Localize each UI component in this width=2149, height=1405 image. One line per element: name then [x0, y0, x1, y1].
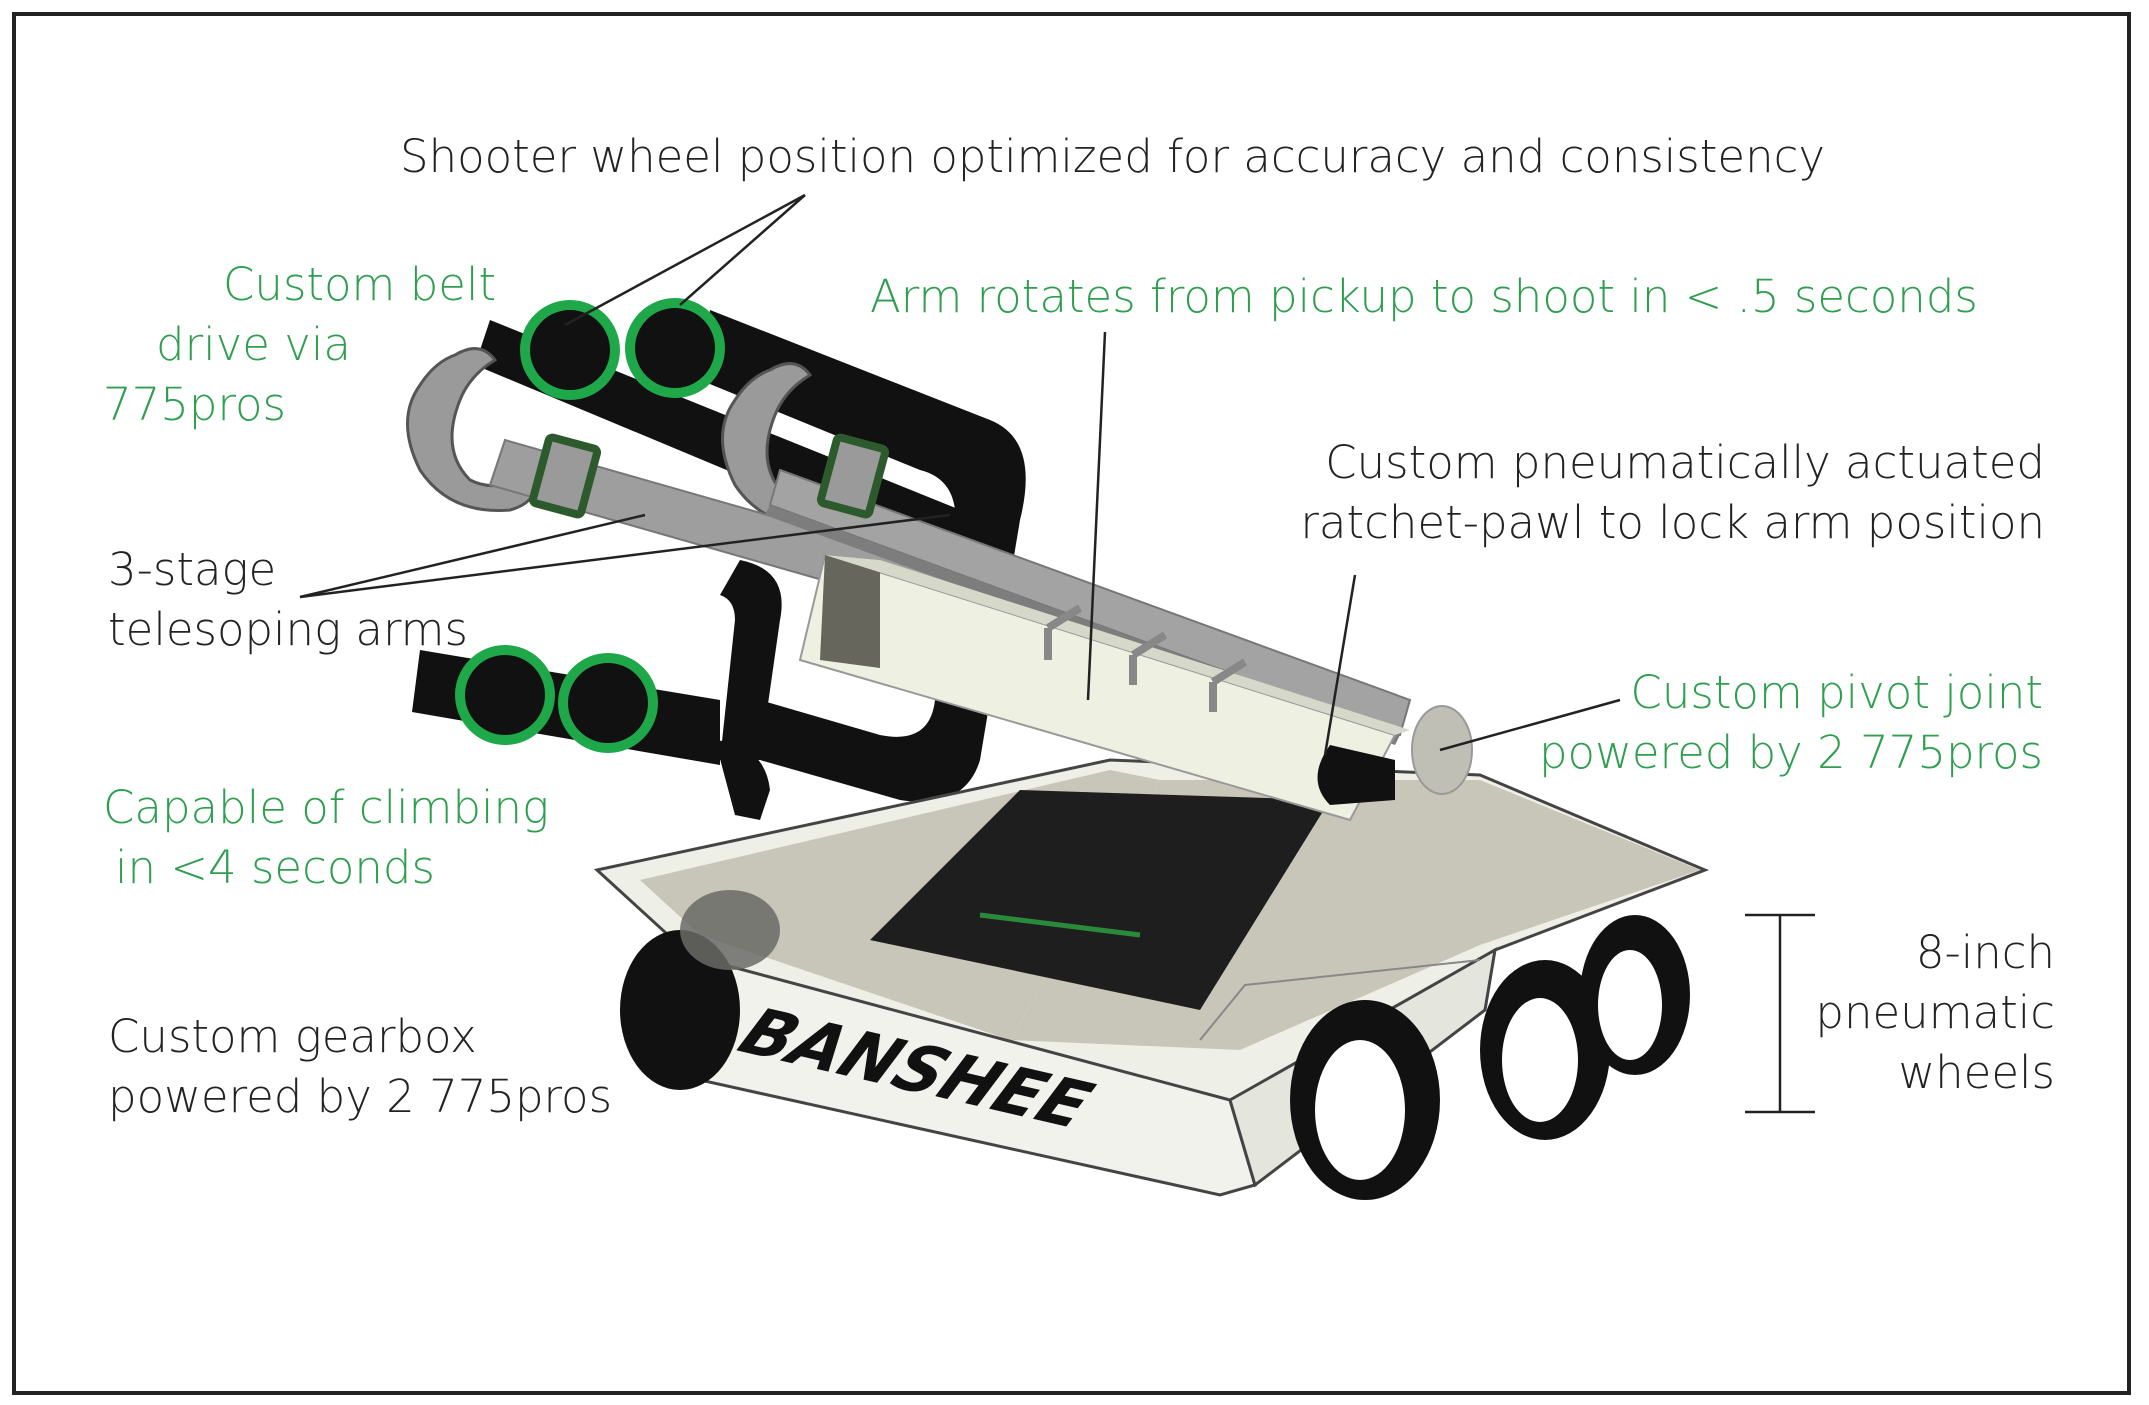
label-climbing: Capable of climbing in <4 seconds	[103, 781, 549, 894]
svg-text:3-stage: 3-stage	[108, 543, 276, 596]
label-gearbox: Custom gearbox powered by 2 775pros	[108, 1010, 612, 1123]
svg-text:wheels: wheels	[1898, 1046, 2055, 1099]
label-telescoping: 3-stage telesoping arms	[108, 543, 468, 656]
svg-text:telesoping arms: telesoping arms	[108, 603, 468, 656]
svg-text:in <4 seconds: in <4 seconds	[115, 841, 435, 894]
svg-text:pneumatic: pneumatic	[1815, 986, 2055, 1039]
svg-text:Custom pneumatically actuated: Custom pneumatically actuated	[1325, 436, 2045, 489]
label-arm-rotates: Arm rotates from pickup to shoot in < .5…	[870, 270, 1978, 323]
svg-text:8-inch: 8-inch	[1916, 926, 2055, 979]
leader-lines	[299, 193, 1815, 1114]
shooter-wheels	[455, 298, 725, 753]
svg-text:ratchet-pawl to lock arm posit: ratchet-pawl to lock arm position	[1300, 496, 2045, 549]
svg-text:powered by 2 775pros: powered by 2 775pros	[108, 1070, 612, 1123]
label-wheels: 8-inch pneumatic wheels	[1815, 926, 2055, 1099]
label-shooter: Shooter wheel position optimized for acc…	[400, 130, 1825, 183]
svg-text:Custom pivot joint: Custom pivot joint	[1630, 666, 2043, 719]
svg-text:powered by 2 775pros: powered by 2 775pros	[1539, 726, 2043, 779]
svg-text:Capable of climbing: Capable of climbing	[103, 781, 549, 834]
svg-text:Custom gearbox: Custom gearbox	[108, 1010, 477, 1063]
wheels	[620, 915, 1690, 1200]
svg-text:775pros: 775pros	[103, 378, 286, 431]
gearbox	[680, 890, 780, 970]
shooter-arm	[798, 553, 1410, 822]
label-pivot: Custom pivot joint powered by 2 775pros	[1539, 666, 2043, 779]
label-ratchet: Custom pneumatically actuated ratchet-pa…	[1300, 436, 2045, 549]
label-belt-drive: Custom belt drive via 775pros	[103, 258, 496, 431]
svg-text:drive via: drive via	[156, 318, 351, 371]
ratchet-pawl	[1317, 745, 1395, 805]
svg-text:Custom belt: Custom belt	[223, 258, 496, 311]
